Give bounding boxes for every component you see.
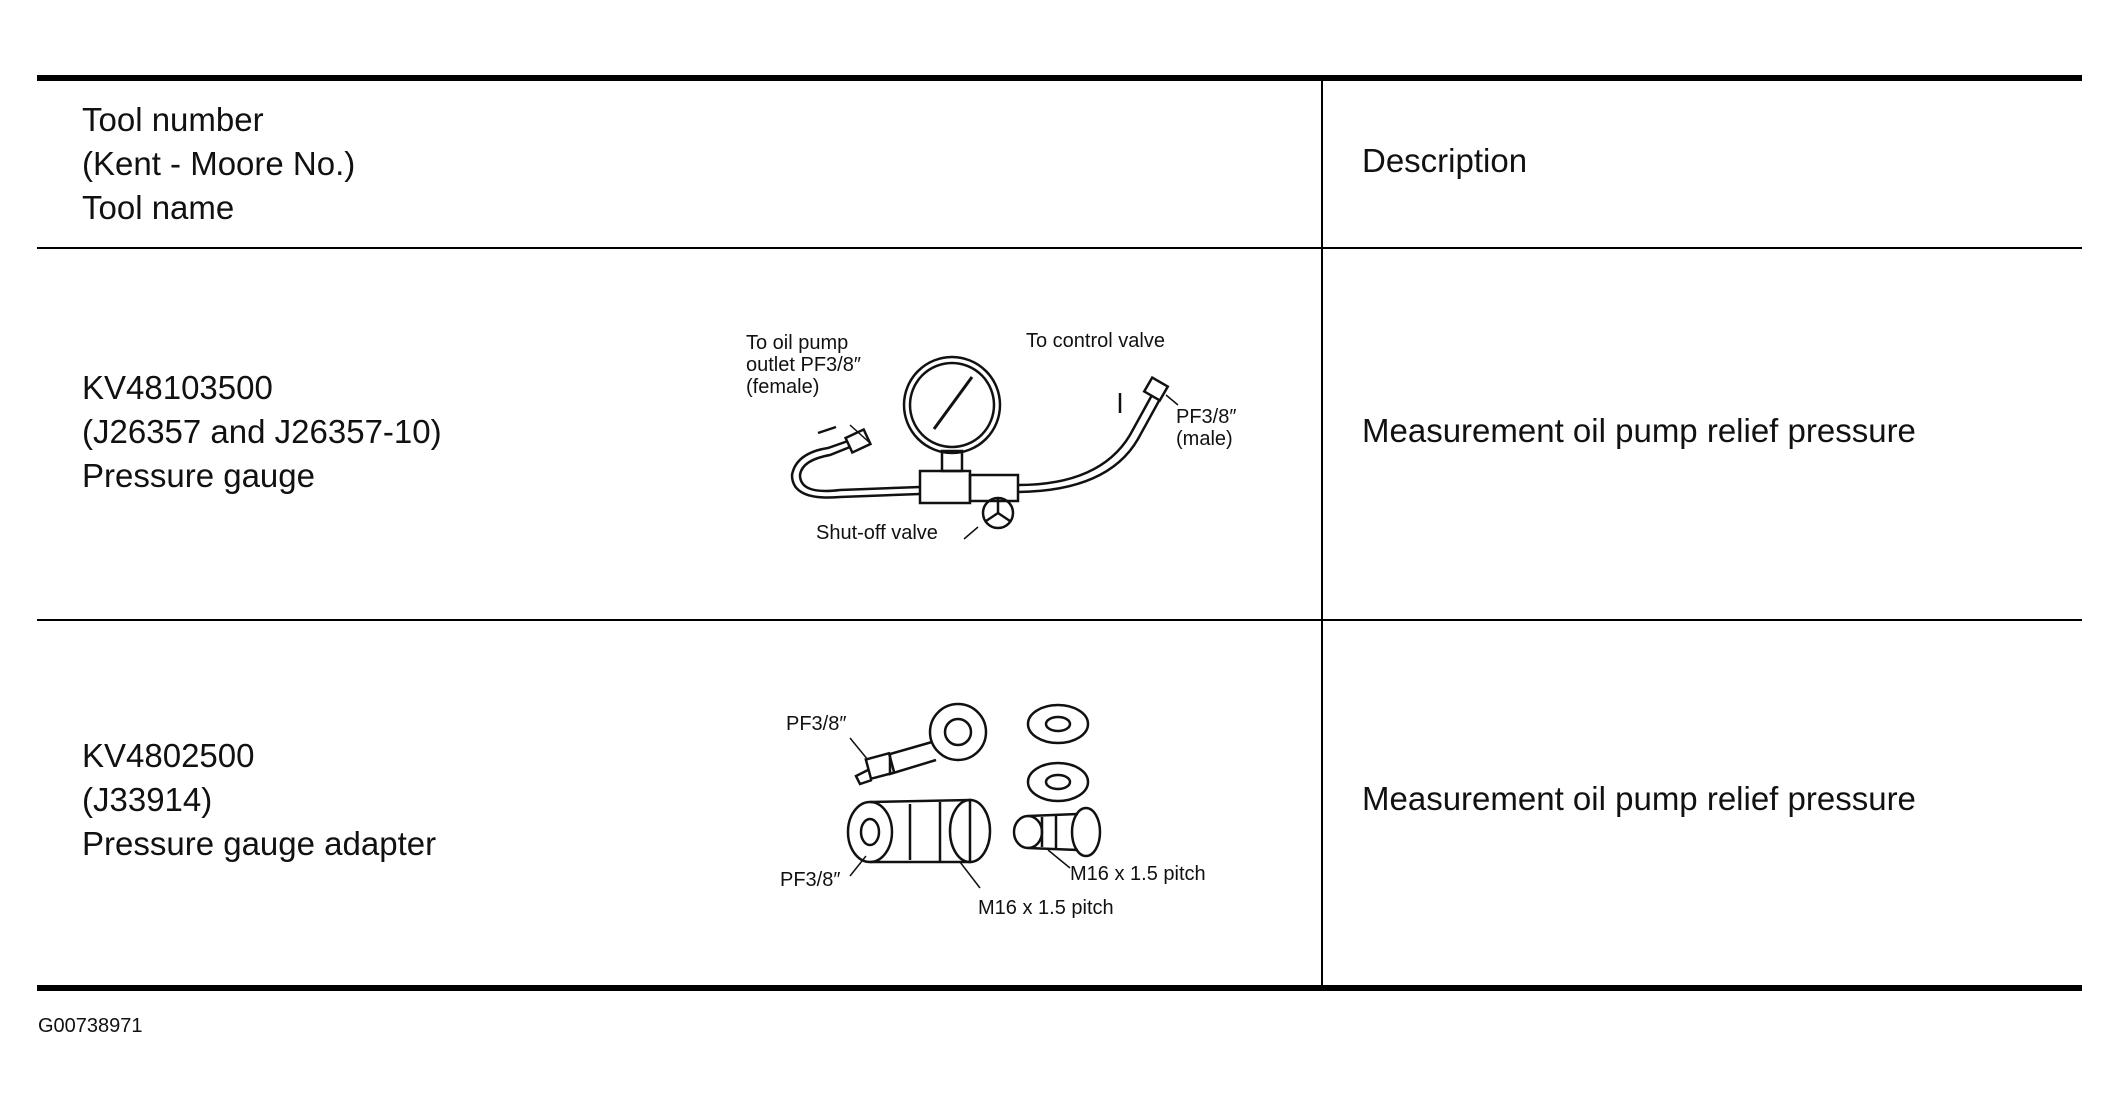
shut-off-valve-label: Shut-off valve: [816, 522, 938, 544]
tool-column-header: Tool number (Kent - Moore No.) Tool name: [82, 98, 355, 230]
header-divider: [37, 247, 2082, 249]
gauge-inlet-label-2: outlet PF3/8″: [746, 354, 861, 376]
row-divider: [37, 619, 2082, 621]
adapter-pitch-bottom-label: M16 x 1.5 pitch: [978, 897, 1114, 919]
figure-id: G00738971: [38, 1015, 143, 1037]
column-divider: [1321, 81, 1323, 985]
gauge-outlet-label: To control valve: [1026, 330, 1165, 352]
gauge-inlet-label-3: (female): [746, 376, 819, 398]
header-tool-number: Tool number: [82, 101, 264, 138]
pressure-gauge-adapter-illustration: PF3/8″ PF3/8″ M16 x 1.5 pitch M16 x 1.5 …: [780, 702, 1206, 919]
header-kent-moore: (Kent - Moore No.): [82, 145, 356, 182]
adapter-fitting-top-label: PF3/8″: [786, 713, 846, 735]
row-2-kent-moore: (J33914): [82, 781, 213, 818]
gauge-inlet-label-1: To oil pump: [746, 332, 848, 354]
row-2-description: Measurement oil pump relief pressure: [1362, 780, 1916, 817]
pressure-gauge-illustration: To oil pump outlet PF3/8″ (female) To co…: [746, 330, 1236, 544]
row-1-kent-moore: (J26357 and J26357-10): [82, 413, 442, 450]
description-column-header: Description: [1362, 142, 1528, 179]
row-1-tool-number: KV48103500: [82, 369, 273, 406]
row-2-tool-info: KV4802500 (J33914) Pressure gauge adapte…: [82, 734, 436, 866]
row-2-tool-number: KV4802500: [82, 737, 255, 774]
adapter-fitting-bottom-label: PF3/8″: [780, 869, 840, 891]
table-bottom-rule: [37, 985, 2082, 991]
row-1-tool-name: Pressure gauge: [82, 457, 315, 494]
row-1-tool-info: KV48103500 (J26357 and J26357-10) Pressu…: [82, 366, 442, 498]
gauge-outlet-thread-label-2: (male): [1176, 428, 1233, 450]
table-top-rule: [37, 75, 2082, 81]
gauge-outlet-thread-label-1: PF3/8″: [1176, 406, 1236, 428]
adapter-pitch-right-label: M16 x 1.5 pitch: [1070, 863, 1206, 885]
row-2-tool-name: Pressure gauge adapter: [82, 825, 437, 862]
header-tool-name: Tool name: [82, 189, 235, 226]
row-1-description: Measurement oil pump relief pressure: [1362, 412, 1916, 449]
